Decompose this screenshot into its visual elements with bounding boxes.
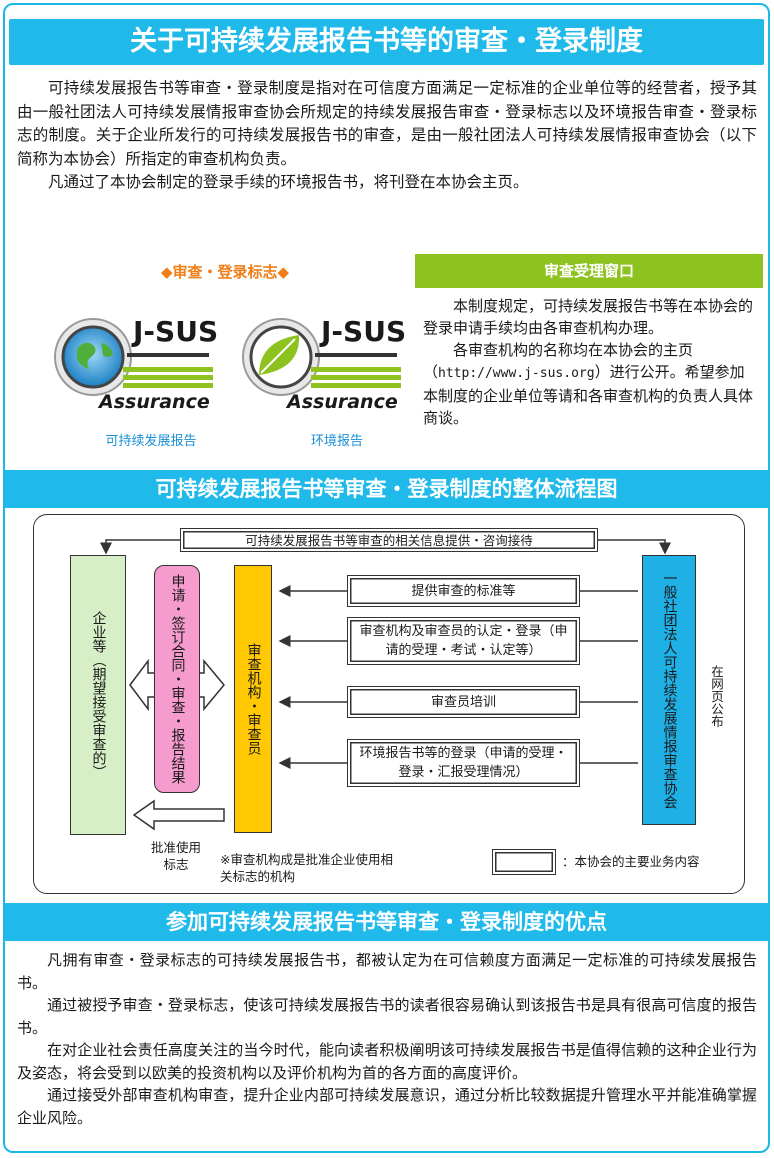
advantages-text: 凡拥有审查・登录标志的可持续发展报告书，都被认定为在可信赖度方面满足一定标准的可… [17,949,757,1129]
caption-sustainability: 可持续发展报告 [105,434,197,449]
association-box: 一般社团法人可持续发展情报审查协会 [642,555,696,825]
web-publish-label: 在网页公布 [709,665,724,728]
legend-swatch [492,849,556,875]
globe-logo-icon [54,318,213,396]
window-text: 本制度规定，可持续发展报告书等在本协会的登录申请手续均由各审查机构办理。 各审查… [423,295,759,429]
advantage-paragraph: 在对企业社会责任高度关注的当今时代，能向读者积极阐明该可持续发展报告书是值得信赖… [17,1041,757,1082]
process-box: 申请・签订合同・审查・报告结果 [154,565,200,793]
logo-b-sub: Assurance [287,391,398,413]
marks-title: ◆审查・登录标志◆ [160,263,290,281]
page-frame: 关于可持续发展报告书等的审查・登录制度 可持续发展报告书等审查・登录制度是指对在… [3,3,770,1153]
info-service-box: 可持续发展报告书等审查的相关信息提供・咨询接待 [180,528,598,552]
company-box: 企业等（期望接受审查的） [70,555,126,835]
intro-paragraph-1: 可持续发展报告书等审查・登录制度是指对在可信度方面满足一定标准的企业单位等的经营… [17,79,757,168]
flow-title: 可持续发展报告书等审查・登录制度的整体流程图 [5,470,768,508]
service-registration: 环境报告书等的登录（申请的受理・登录・汇报受理情况） [347,739,580,787]
intro-paragraph-2: 凡通过了本协会制定的登录手续的环境报告书，将刊登在本协会主页。 [48,173,529,191]
window-paragraph-1: 本制度规定，可持续发展报告书等在本协会的登录申请手续均由各审查机构办理。 [423,297,754,337]
approve-label: 批准使用标志 [150,840,201,872]
window-title: 审查受理窗口 [415,254,763,288]
auditor-box: 审查机构・审查员 [234,565,272,833]
service-training: 审查员培训 [347,686,580,718]
window-paragraph-2: 各审查机构的名称均在本协会的主页（http://www.j-sus.org）进行… [423,341,754,427]
intro-text: 可持续发展报告书等审查・登录制度是指对在可信度方面满足一定标准的企业单位等的经营… [17,77,757,195]
leaf-logo-icon [242,318,401,396]
caption-environment: 环境报告 [310,434,363,449]
legend-label: ：本协会的主要业务内容 [562,854,700,869]
service-standards: 提供审查的标准等 [347,575,580,607]
advantage-paragraph: 通过接受外部审查机构审查，提升企业内部可持续发展意识，通过分析比较数据提升管理水… [17,1086,757,1127]
service-certification: 审查机构及审查员的认定・登录（申请的受理・考试・认定等） [347,617,580,665]
auditor-note: ※审查机构成是批准企业使用相关标志的机构 [220,852,393,884]
advantage-paragraph: 通过被授予审查・登录标志，使该可持续发展报告书的读者很容易确认到该报告书是具有很… [17,996,757,1037]
logo-a-text: J-SUS [133,315,219,348]
logo-a-sub: Assurance [99,391,210,413]
page-title: 关于可持续发展报告书等的审查・登录制度 [9,19,764,65]
advantages-title: 参加可持续发展报告书等审查・登录制度的优点 [5,903,768,941]
logo-b-text: J-SUS [321,315,407,348]
website-link[interactable]: http://www.j-sus.org [438,366,595,381]
flow-diagram: 可持续发展报告书等审查的相关信息提供・咨询接待 企业等（期望接受审查的） 申请・… [33,514,745,894]
advantage-paragraph: 凡拥有审查・登录标志的可持续发展报告书，都被认定为在可信赖度方面满足一定标准的可… [17,951,757,992]
